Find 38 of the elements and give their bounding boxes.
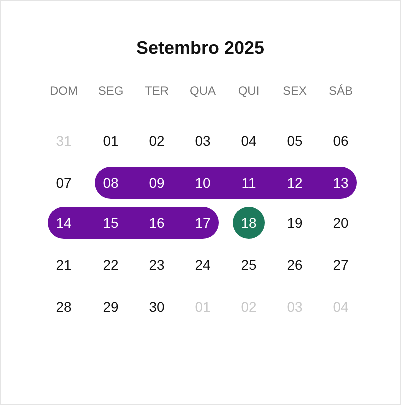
day-number: 01 <box>102 132 120 151</box>
weekday-header: SEX <box>283 84 307 98</box>
weekday-header: SEG <box>98 84 124 98</box>
day-number: 30 <box>148 298 166 317</box>
selected-day-number: 14 <box>55 214 73 233</box>
day-number: 28 <box>55 298 73 317</box>
day-number: 19 <box>286 214 304 233</box>
selected-day-number: 13 <box>332 174 350 193</box>
day-number: 27 <box>332 256 350 275</box>
weekday-header: DOM <box>50 84 78 98</box>
weekday-header: QUI <box>238 84 260 98</box>
weekday-header: QUA <box>190 84 216 98</box>
current-day-badge: 18 <box>233 207 265 239</box>
day-number: 05 <box>286 132 304 151</box>
day-number: 26 <box>286 256 304 275</box>
selected-day-number: 17 <box>194 214 212 233</box>
month-title: Setembro 2025 <box>135 38 266 59</box>
day-number: 03 <box>194 132 212 151</box>
selected-day-number: 08 <box>102 174 120 193</box>
weekday-header: TER <box>145 84 169 98</box>
day-number: 22 <box>102 256 120 275</box>
selected-day-number: 15 <box>102 214 120 233</box>
weekday-header: SÁB <box>329 84 353 98</box>
selected-day-number: 09 <box>148 174 166 193</box>
selected-day-number: 16 <box>148 214 166 233</box>
selected-day-number: 10 <box>194 174 212 193</box>
day-number: 24 <box>194 256 212 275</box>
day-number: 07 <box>55 174 73 193</box>
day-number: 20 <box>332 214 350 233</box>
day-number: 25 <box>240 256 258 275</box>
day-number: 02 <box>148 132 166 151</box>
day-number: 04 <box>240 132 258 151</box>
day-number: 06 <box>332 132 350 151</box>
selected-day-number: 11 <box>240 174 258 193</box>
day-number: 29 <box>102 298 120 317</box>
selected-day-number: 12 <box>286 174 304 193</box>
day-number: 23 <box>148 256 166 275</box>
day-number: 21 <box>55 256 73 275</box>
